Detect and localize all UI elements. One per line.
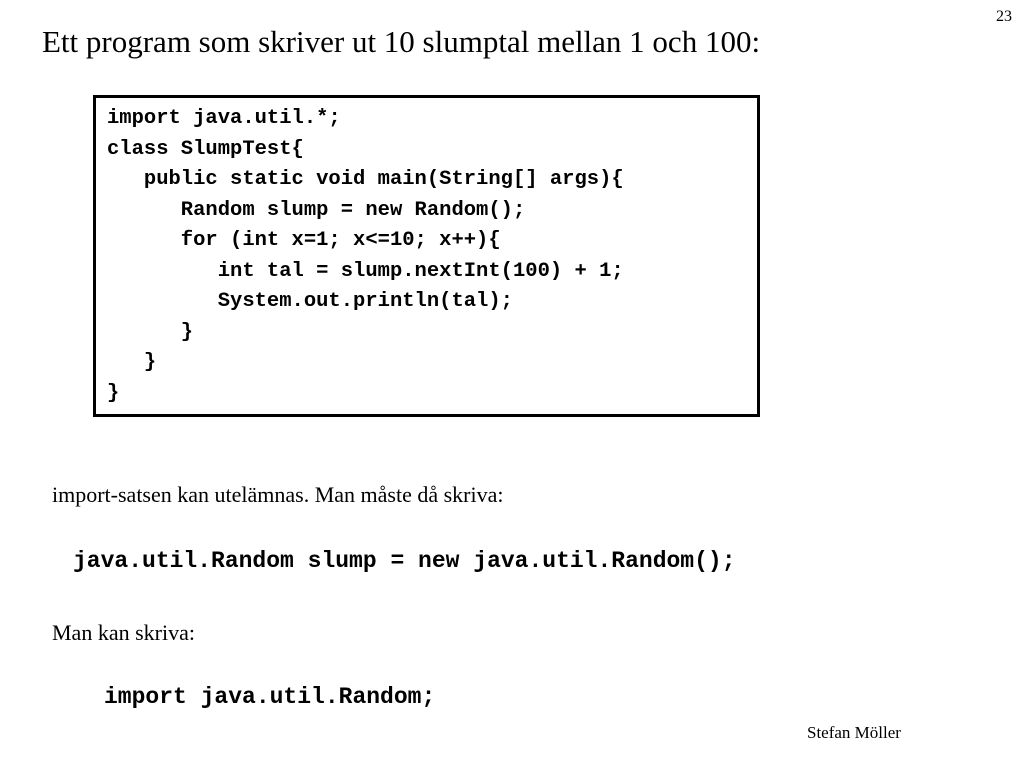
code-line: } [107, 351, 157, 374]
code-line: for (int x=1; x<=10; x++){ [107, 229, 501, 252]
author-footer: Stefan Möller [807, 723, 901, 742]
slide-title: Ett program som skriver ut 10 slumptal m… [42, 24, 761, 59]
page-number: 23 [996, 8, 1012, 25]
code-line: } [107, 381, 120, 405]
code-listing-box: import java.util.*; class SlumpTest{ pub… [93, 95, 760, 417]
code-example-import: import java.util.Random; [104, 684, 436, 710]
code-line: int tal = slump.nextInt(100) + 1; [107, 259, 624, 283]
code-line: class SlumpTest{ [107, 137, 304, 161]
note-alternative: Man kan skriva: [52, 620, 195, 645]
note-import-omitted: import-satsen kan utelämnas. Man måste d… [52, 482, 504, 507]
code-line: Random slump = new Random(); [107, 198, 526, 222]
code-line: import java.util.*; [107, 107, 341, 130]
code-line: } [107, 320, 194, 344]
code-line: System.out.println(tal); [107, 290, 513, 313]
code-listing: import java.util.*; class SlumpTest{ pub… [96, 98, 757, 409]
code-example-fully-qualified: java.util.Random slump = new java.util.R… [73, 548, 736, 574]
code-line: public static void main(String[] args){ [107, 168, 624, 191]
